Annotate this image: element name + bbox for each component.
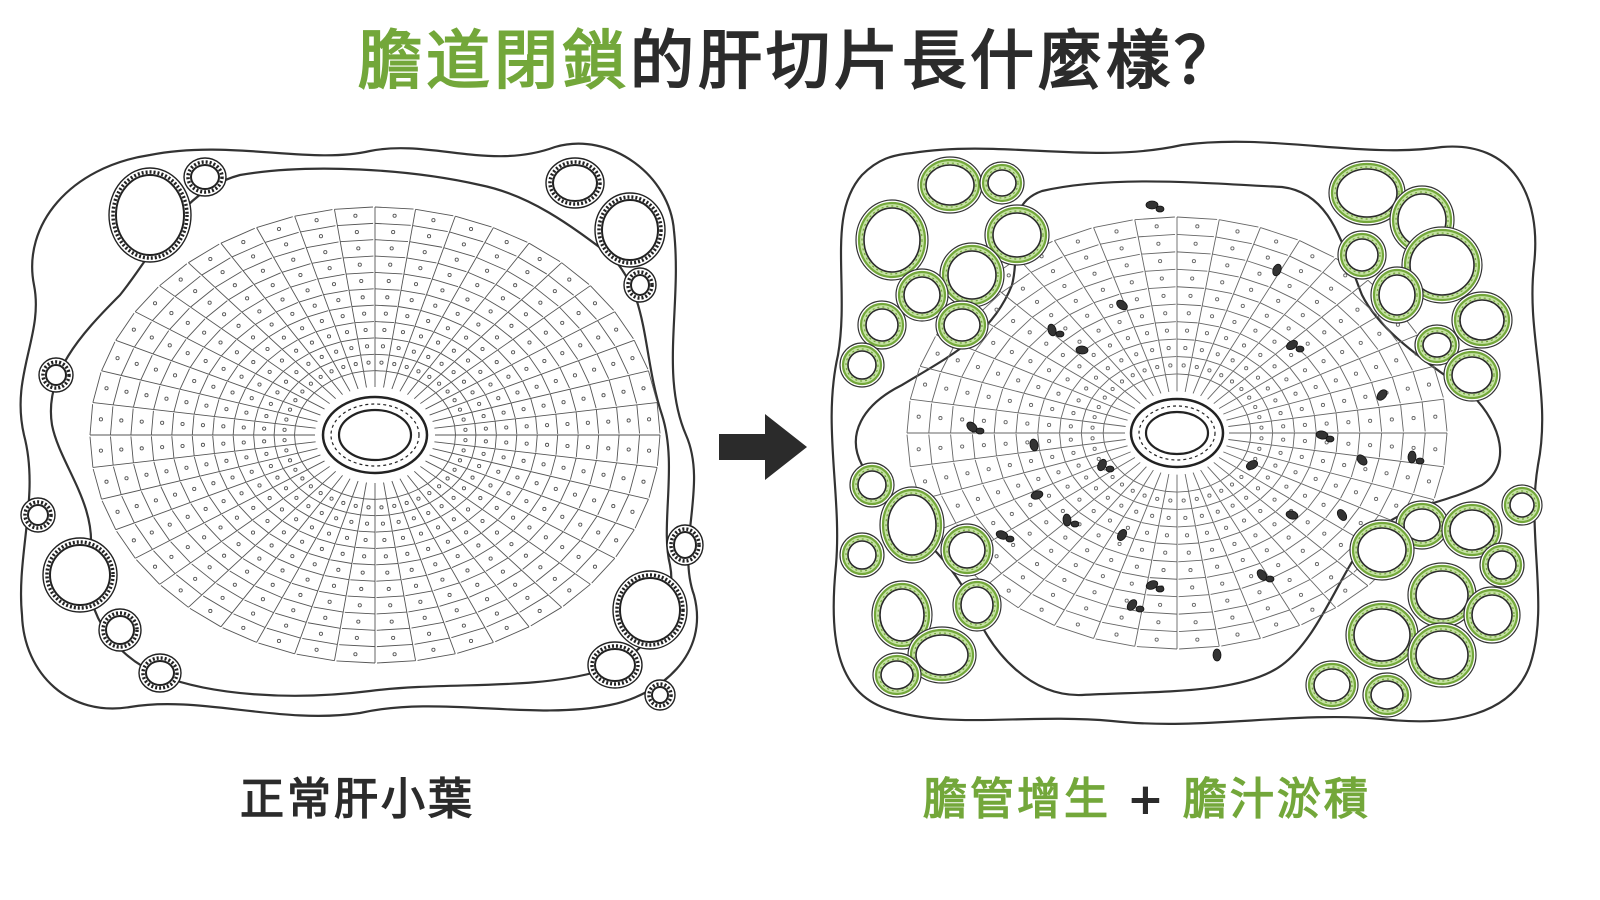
central-vein <box>1129 397 1225 469</box>
normal-lobule-illustration <box>19 142 704 717</box>
caption-cholestasis: 膽汁淤積 <box>1182 774 1371 825</box>
right-arrow-icon <box>719 414 807 480</box>
normal-lobule-caption: 正常肝小葉 <box>240 774 475 825</box>
bile-plugs <box>966 200 1425 662</box>
central-vein <box>321 395 429 475</box>
hepatocyte-grid <box>906 216 1448 650</box>
caption-plus: + <box>1127 774 1167 825</box>
biliary-atresia-lobule-illustration <box>830 140 1544 725</box>
title-accent: 膽道閉鎖 <box>358 25 630 99</box>
proliferating-bile-ducts <box>839 156 1543 718</box>
lobule-outer-outline <box>19 142 699 717</box>
title-rest: 的肝切片長什麼樣？ <box>630 25 1242 99</box>
page-title: 膽道閉鎖的肝切片長什麼樣？ <box>0 22 1600 102</box>
hepatocyte-grid <box>89 206 661 664</box>
caption-duct-proliferation: 膽管增生 <box>923 774 1111 825</box>
lobule-inner-outline <box>49 167 673 697</box>
atresia-caption: 膽管增生 + 膽汁淤積 <box>923 772 1371 828</box>
portal-triads <box>20 157 704 711</box>
fibrotic-outer-outline <box>830 140 1544 725</box>
